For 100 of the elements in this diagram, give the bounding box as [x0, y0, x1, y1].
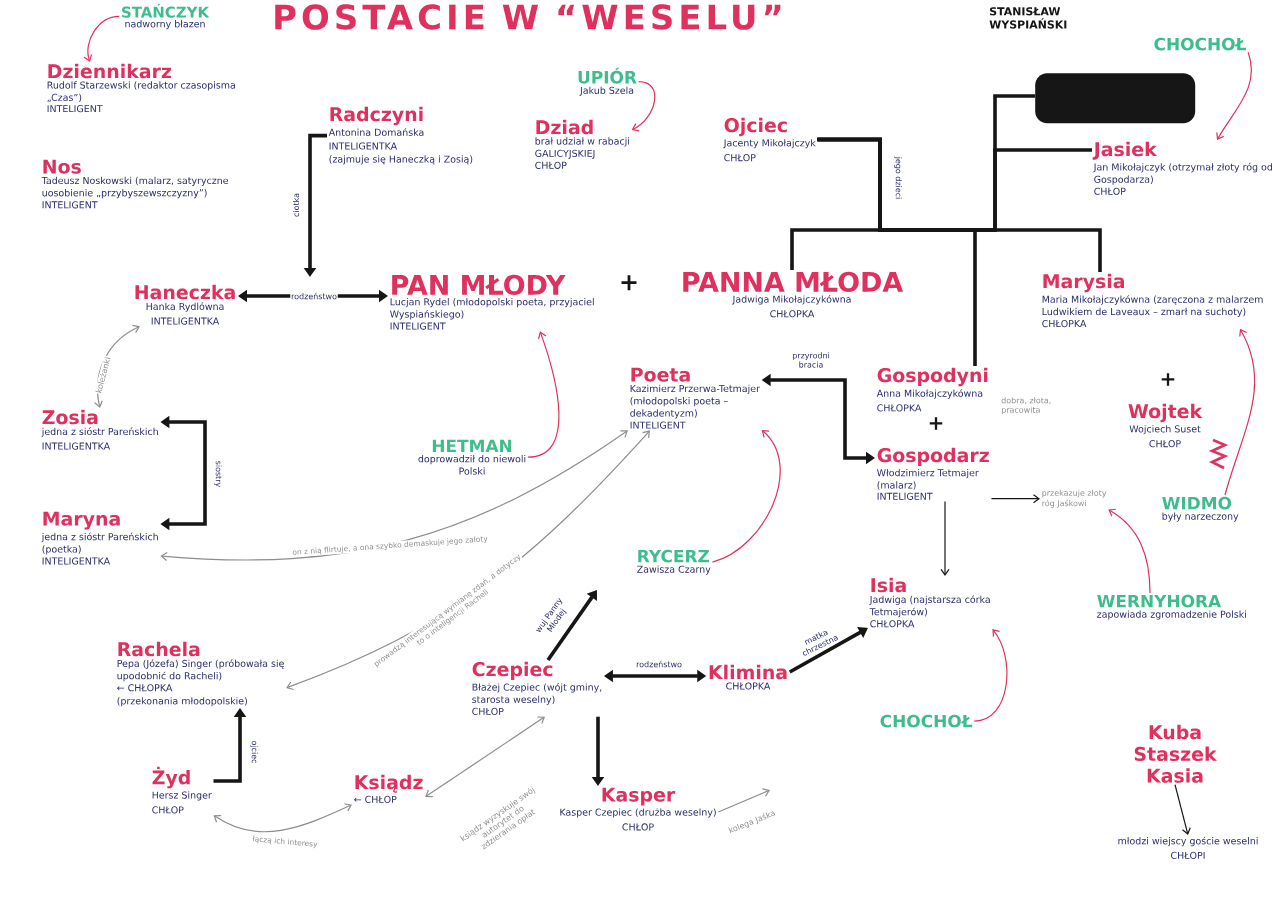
- description: Tadeusz Noskowski (malarz, satyryczne uosobienie „przybyszewszczyzny”): [41, 176, 229, 199]
- character-name: CHOCHOŁ: [1154, 37, 1246, 51]
- description: ← CHŁOPKA: [117, 684, 173, 692]
- description: Hanka Rydlówna: [146, 302, 224, 312]
- character-name: Marysia: [1043, 273, 1124, 293]
- description: jedna z sióstr Pareńskich: [41, 427, 158, 437]
- description: doprowadził do niewoli Polski: [418, 455, 526, 475]
- character-name: Kasper: [602, 787, 676, 806]
- arrow: [160, 430, 628, 562]
- description: Błażej Czepiec (wójt gminy, starosta weselny): [472, 683, 602, 705]
- description: Jadwiga (najstarsza córka Tetmajerów): [869, 595, 990, 618]
- description: Kasper Czepiec (drużba weselny): [560, 808, 716, 818]
- description: CHŁOP: [535, 161, 567, 169]
- description: Maria Mikołajczykówna (zaręczona z malarzem Ludwikiem de Laveaux – zmarł na suchoty): [1042, 295, 1263, 317]
- description: Pepa (Józefa) Singer (próbowała się upodobnić do Racheli): [117, 659, 284, 682]
- description: młodzi wiejscy goście weselni: [1118, 836, 1258, 847]
- arrow: [973, 629, 1008, 722]
- arrow: [631, 81, 656, 132]
- character-name: Ksiądz: [355, 774, 423, 793]
- character-name: Gospodarz: [877, 447, 989, 466]
- description: (przekonania młodopolskie): [117, 697, 247, 707]
- description: INTELIGENTKA: [42, 442, 111, 450]
- description: ← CHŁOP: [354, 795, 397, 803]
- description: CHŁOPI: [1171, 851, 1205, 859]
- arrow: [1216, 51, 1252, 140]
- arrow: [1224, 328, 1256, 496]
- arrow: [1174, 783, 1191, 835]
- connector-line: [817, 94, 1035, 232]
- arrow: [990, 494, 1040, 504]
- description: INTELIGENT: [47, 105, 103, 113]
- description: CHŁOP: [724, 154, 756, 162]
- character-name: Ojciec: [724, 117, 787, 137]
- description: jedna z sióstr Pareńskich (poetka): [41, 532, 158, 555]
- character-name: Rachela: [118, 641, 200, 657]
- character-name: Maryna: [43, 511, 120, 530]
- character-name: PAN MŁODY: [392, 274, 566, 296]
- description: INTELIGENT: [630, 421, 686, 429]
- character-name: Wojtek: [1128, 403, 1203, 423]
- description: Włodzimierz Tetmajer (malarz): [877, 469, 979, 490]
- character-name: UPIÓR: [578, 67, 637, 84]
- description: INTELIGENT: [877, 492, 933, 500]
- plus-sign: +: [621, 275, 637, 291]
- character-name: CHOCHOŁ: [880, 714, 973, 728]
- description: Jakub Szela: [579, 86, 634, 96]
- arrow: [93, 324, 140, 408]
- description: CHŁOP: [152, 806, 184, 814]
- character-name: Dziad: [536, 119, 593, 135]
- description: Kazimierz Przerwa-Tetmajer (młodopolski poeta – dekadentyzm): [630, 384, 760, 419]
- arrow: [83, 15, 120, 62]
- description: CHŁOP: [1094, 187, 1126, 195]
- description: INTELIGENT: [390, 322, 446, 330]
- character-name: Nos: [43, 159, 81, 174]
- plus-sign: +: [929, 417, 943, 430]
- description: Zawisza Czarny: [637, 565, 711, 575]
- description: Antonina Domańska: [328, 128, 424, 136]
- description: nadworny błazen: [125, 20, 205, 30]
- character-name: WERNYHORA: [1097, 594, 1222, 608]
- description: CHŁOP: [472, 707, 504, 715]
- character-name: Kuba Staszek Kasia: [1134, 724, 1217, 783]
- arrow: [527, 331, 560, 458]
- arrow: [213, 803, 352, 833]
- description: Jadwiga Mikołajczykówna: [732, 295, 851, 305]
- character-name: HETMAN: [432, 439, 512, 453]
- arrow: [711, 430, 781, 563]
- character-name: PANNA MŁODA: [683, 271, 904, 293]
- character-name: Żyd: [152, 766, 190, 789]
- description: Wojciech Suset: [1129, 425, 1201, 435]
- title: POSTACIE W “WESELU”: [275, 4, 781, 30]
- character-name: Dziennikarz: [48, 63, 171, 79]
- author-name: STANISŁAW WYSPIAŃSKI: [989, 7, 1067, 29]
- description: Jan Mikołajczyk (otrzymał złoty róg od Gospodarza): [1093, 162, 1272, 185]
- arrow: [1108, 508, 1151, 594]
- arrow: [425, 716, 545, 798]
- description: były narzeczony: [1162, 512, 1239, 522]
- arrow: [788, 626, 868, 674]
- description: Lucjan Rydel (młodopolski poeta, przyjaciel Wyspiańskiego): [390, 298, 594, 320]
- description: Anna Mikołajczykówna: [876, 389, 983, 399]
- description: zapowiada zgromadzenie Polski: [1097, 610, 1246, 620]
- description: CHŁOPKA: [770, 310, 815, 318]
- description: brał udział w rabacji GALICYJSKIEJ: [535, 137, 630, 159]
- character-name: Jasiek: [1092, 141, 1158, 160]
- character-name: Zosia: [42, 409, 98, 425]
- description: CHŁOP: [1149, 440, 1181, 448]
- description: CHŁOPKA: [877, 404, 922, 412]
- character-name: Poeta: [631, 367, 690, 382]
- character-name: WIDMO: [1162, 496, 1232, 510]
- description: INTELIGENTKA: [151, 317, 220, 325]
- description: CHŁOPKA: [726, 682, 771, 690]
- description: Hersz Singer: [152, 791, 212, 801]
- description: Rudolf Starzewski (redaktor czasopisma „Czas”): [47, 81, 235, 103]
- description: INTELIGENTKA: [329, 142, 398, 150]
- arrow: [717, 788, 770, 813]
- description: CHŁOP: [622, 823, 654, 831]
- character-name: Gospodyni: [877, 367, 988, 387]
- arrow: [940, 501, 950, 576]
- character-name: Haneczka: [135, 284, 235, 300]
- description: Jacenty Mikołajczyk: [723, 139, 816, 149]
- character-name: Isia: [871, 577, 906, 593]
- plus-sign: +: [1161, 373, 1175, 386]
- character-name: RYCERZ: [638, 549, 710, 563]
